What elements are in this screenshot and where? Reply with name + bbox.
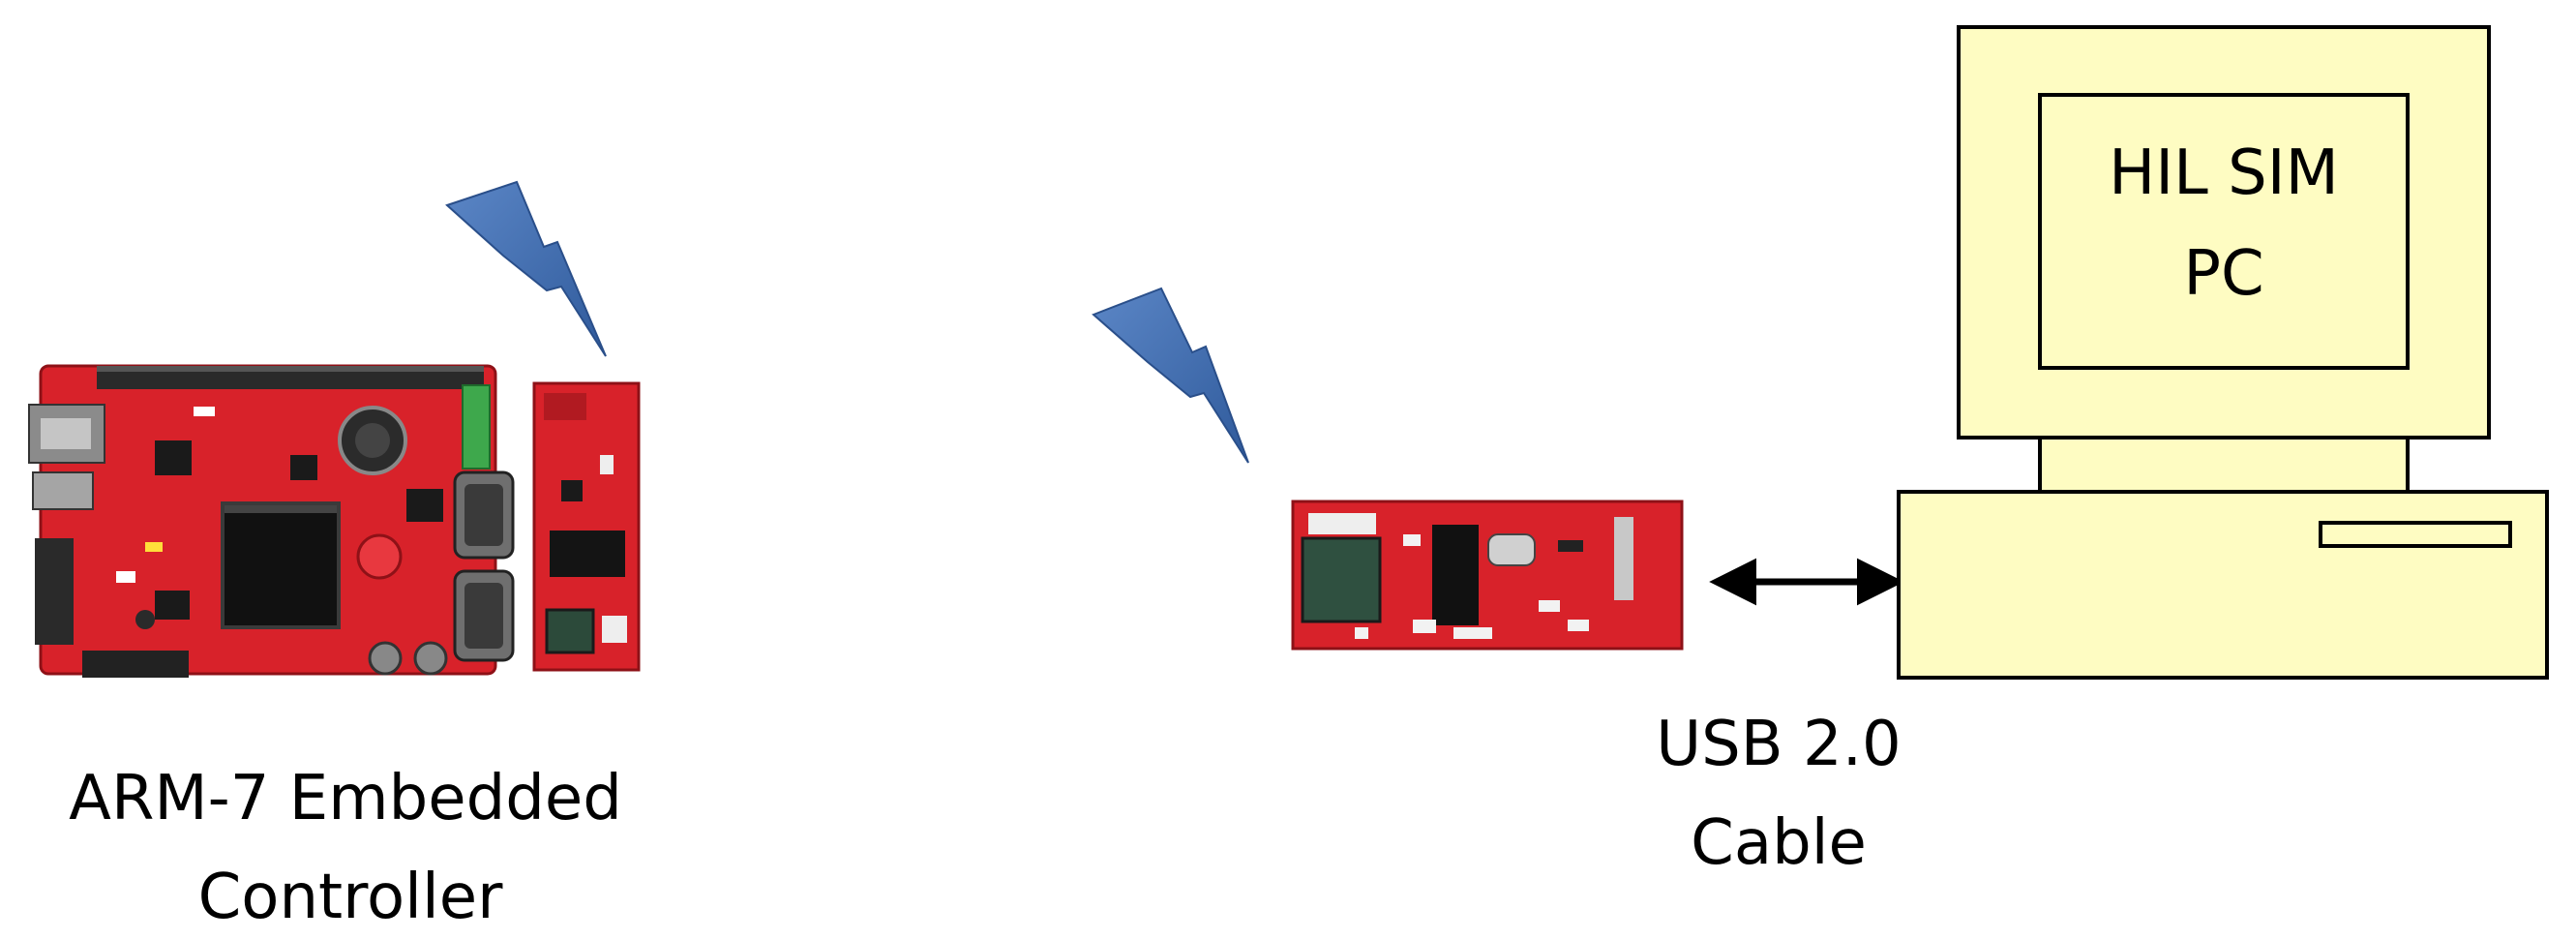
monitor-screen [2038,93,2410,370]
controller-label-line1: ARM-7 Embedded [69,763,622,834]
cable-label-line1: USB 2.0 [1656,709,1902,780]
embedded-board-icon [28,364,515,678]
desktop-computer-icon [1897,25,2549,680]
wireless-module-icon [532,381,641,672]
controller-label-line2: Controller [198,862,504,933]
usb-radio-dongle-icon [1291,500,1684,651]
monitor-stand [2038,436,2410,494]
pc-label-line1: HIL SIM [2109,137,2339,209]
pc-label-line2: PC [2183,238,2263,310]
drive-slot [2319,521,2512,548]
lightning-bolt-icon [445,180,607,357]
lightning-bolt-icon [1092,287,1249,464]
cable-label-line2: Cable [1691,807,1867,879]
computer-base [1897,490,2549,680]
